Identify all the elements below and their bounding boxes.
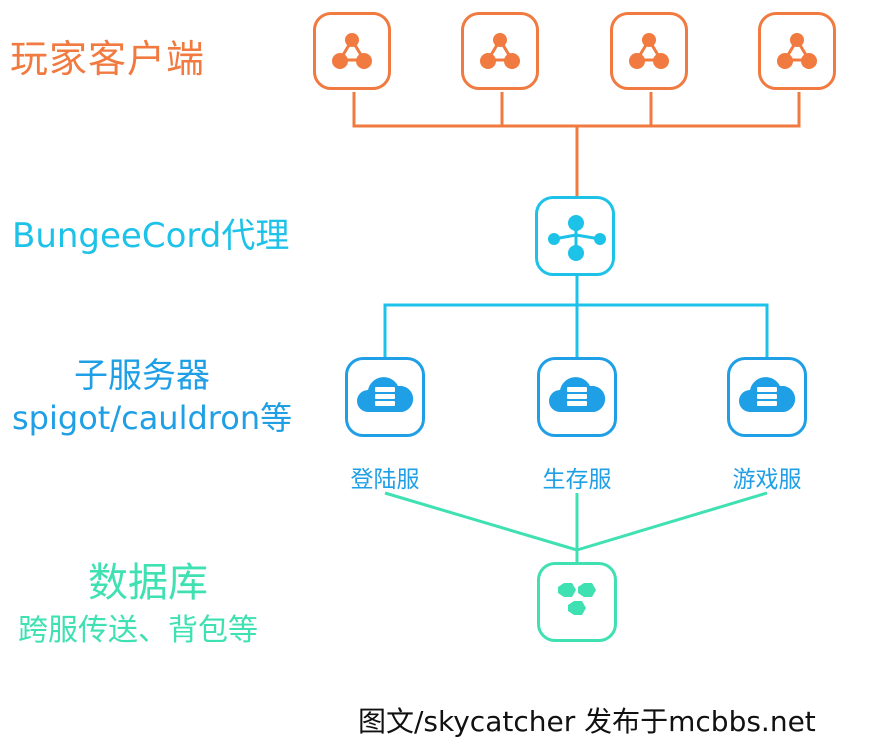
player-client-node-3: [610, 12, 688, 90]
database-connections: [384, 491, 768, 562]
proxy-tier-label: BungeeCord代理: [12, 216, 290, 256]
survival-server-node: [537, 357, 617, 437]
player-client-node-2: [461, 12, 539, 90]
database-tier-title: 数据库: [88, 560, 208, 606]
cloud-server-icon: [357, 377, 414, 412]
game-server-node: [727, 357, 807, 437]
game-server-label: 游戏服: [732, 467, 802, 493]
login-server-node: [345, 357, 425, 437]
subserver-tier-title: 子服务器: [74, 356, 210, 396]
database-tier-subtitle: 跨服传送、背包等: [18, 613, 258, 648]
share-network-icon: [332, 33, 372, 69]
share-hub-icon: [548, 215, 606, 261]
credit-text: 图文/skycatcher 发布于mcbbs.net: [358, 705, 816, 738]
survival-server-label: 生存服: [542, 467, 612, 493]
subserver-tier-subtitle: spigot/cauldron等: [12, 399, 293, 437]
hexagon-cluster-icon: [558, 583, 596, 615]
share-network-icon: [480, 33, 520, 69]
database-node: [537, 562, 617, 642]
share-network-icon: [777, 33, 817, 69]
share-network-icon: [629, 33, 669, 69]
player-client-node-4: [758, 12, 836, 90]
player-client-node-1: [313, 12, 391, 90]
cloud-server-icon: [739, 377, 796, 412]
cloud-server-icon: [549, 377, 606, 412]
login-server-label: 登陆服: [350, 467, 420, 493]
proxy-connections: [383, 276, 769, 357]
client-tier-label: 玩家客户端: [10, 37, 206, 81]
bungeecord-proxy-node: [535, 196, 615, 276]
client-connections: [352, 92, 801, 196]
